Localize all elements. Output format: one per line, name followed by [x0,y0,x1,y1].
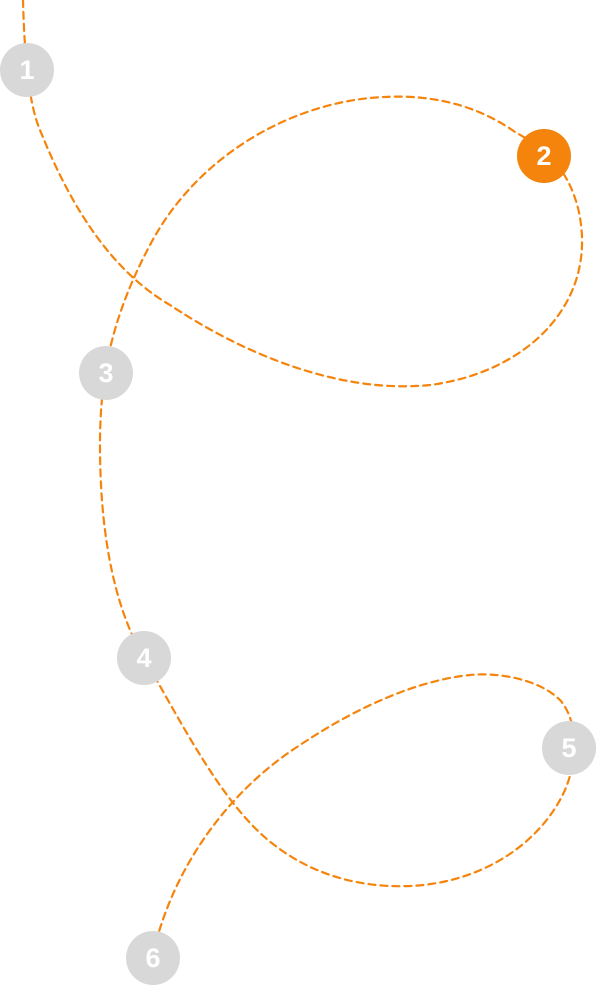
step-marker-5[interactable]: 5 [542,721,596,775]
step-label-4: 4 [136,643,151,673]
step-marker-3[interactable]: 3 [79,346,133,400]
step-marker-1[interactable]: 1 [0,43,54,97]
step-marker-6[interactable]: 6 [126,931,180,985]
step-label-2: 2 [536,141,551,171]
step-circle-4 [117,631,171,685]
step-label-5: 5 [561,733,576,763]
step-circle-1 [0,43,54,97]
step-label-1: 1 [19,55,34,85]
step-circle-6 [126,931,180,985]
step-marker-4[interactable]: 4 [117,631,171,685]
step-marker-2[interactable]: 2 [517,129,571,183]
dashed-connector-path [21,0,584,967]
step-label-6: 6 [145,943,160,973]
step-circle-2 [517,129,571,183]
step-label-3: 3 [98,358,113,388]
step-circle-5 [542,721,596,775]
step-circle-3 [79,346,133,400]
